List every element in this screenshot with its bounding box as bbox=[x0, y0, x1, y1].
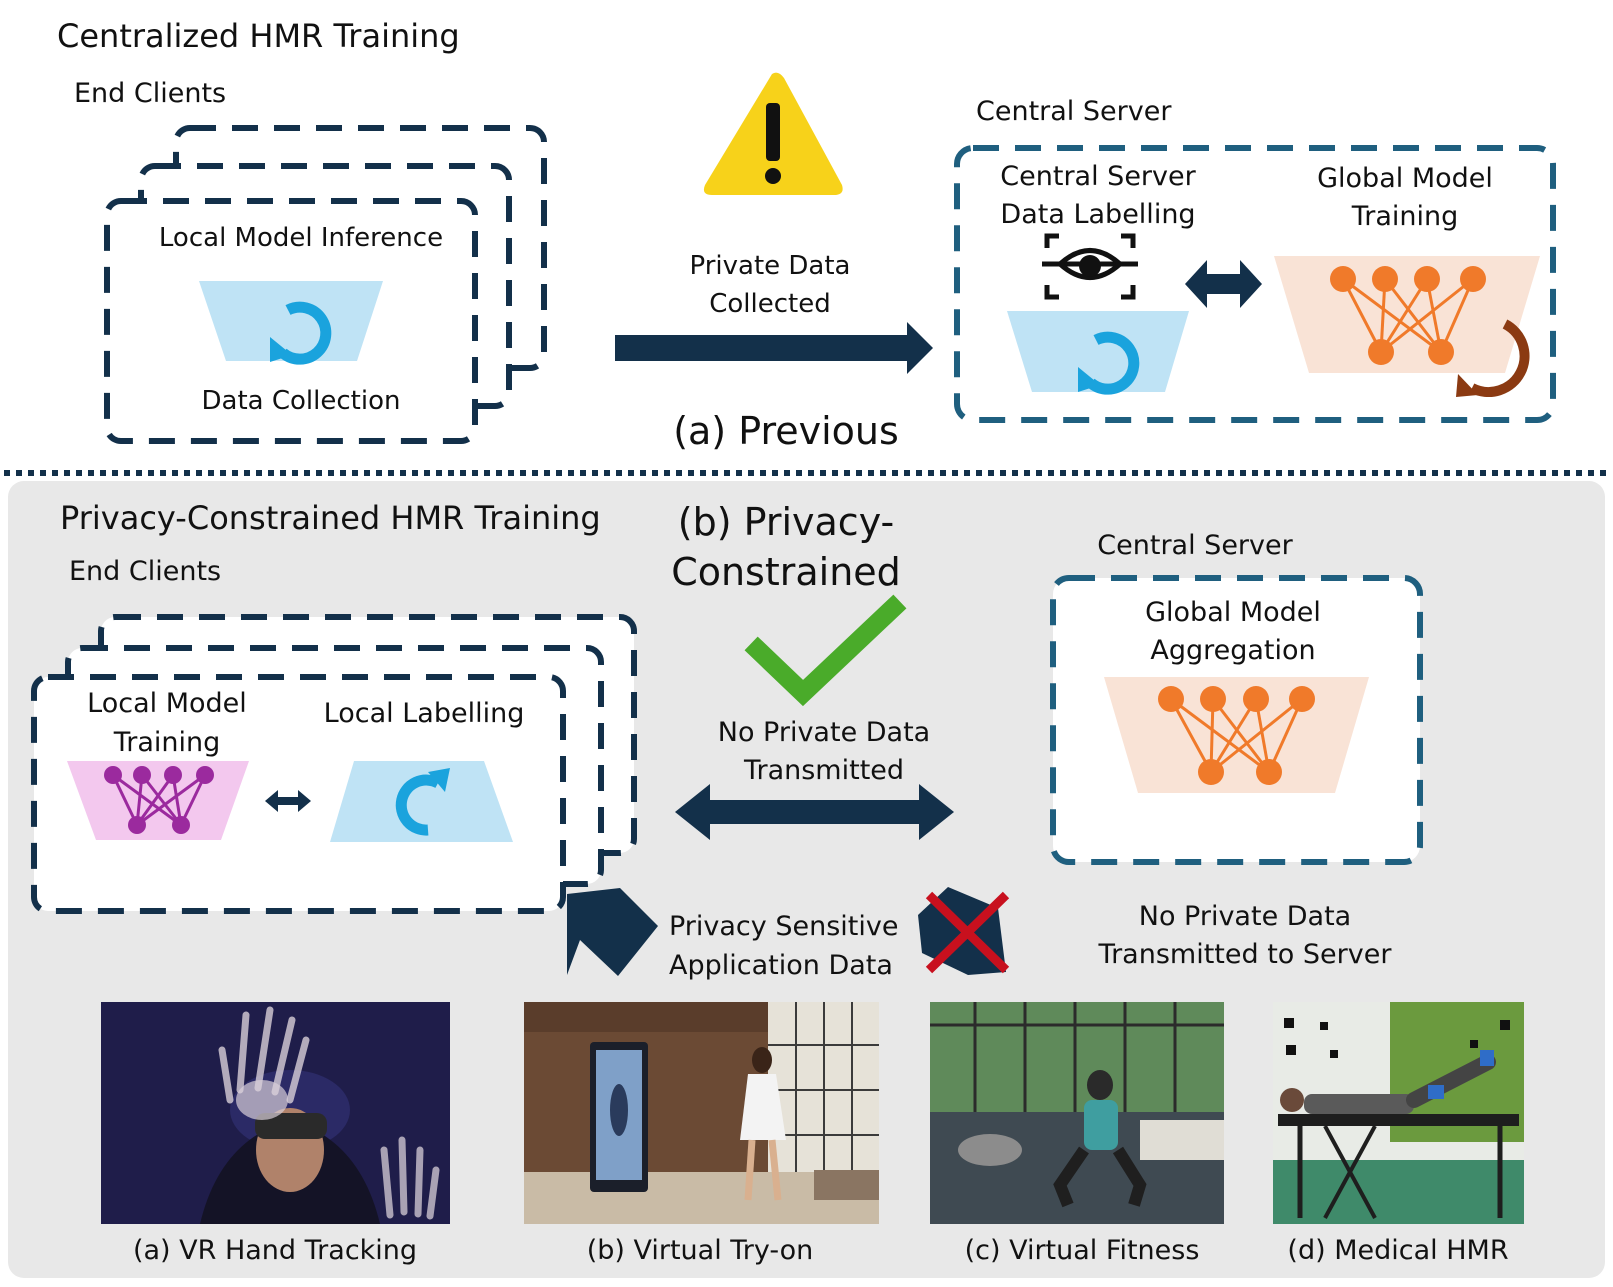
data-collection-label: Data Collection bbox=[202, 386, 401, 416]
global-aggregation-line1: Global Model bbox=[1145, 597, 1321, 628]
photo-virtual-fitness bbox=[930, 1002, 1224, 1224]
server-labelling-model-icon bbox=[1007, 311, 1189, 395]
top-end-clients-label: End Clients bbox=[74, 78, 226, 109]
local-training-model-icon bbox=[67, 761, 249, 840]
private-data-collected-line1: Private Data bbox=[690, 251, 851, 281]
blocked-transfer-icon bbox=[918, 887, 1010, 975]
sensitive-data-line2: Application Data bbox=[669, 950, 893, 981]
global-training-line1: Global Model bbox=[1317, 163, 1493, 194]
bottom-end-clients-label: End Clients bbox=[69, 556, 221, 587]
no-transmit-line2: Transmitted to Server bbox=[1098, 939, 1393, 970]
local-double-arrow bbox=[265, 790, 311, 812]
no-private-data-line2: Transmitted bbox=[743, 755, 904, 786]
caption-previous: (a) Previous bbox=[673, 409, 899, 453]
caption-vr-hand-tracking: (a) VR Hand Tracking bbox=[133, 1235, 417, 1266]
no-transmit-line1: No Private Data bbox=[1139, 901, 1351, 932]
global-training-model-icon bbox=[1274, 256, 1540, 397]
eye-scan-icon bbox=[1042, 233, 1138, 300]
caption-virtual-fitness: (c) Virtual Fitness bbox=[965, 1235, 1200, 1266]
caption-privacy-line2: Constrained bbox=[671, 550, 901, 594]
bidirectional-arrow bbox=[675, 784, 954, 840]
warning-icon bbox=[703, 72, 843, 195]
photo-vr-hand-tracking bbox=[101, 1002, 450, 1224]
local-inference-model-icon bbox=[199, 281, 383, 365]
upload-arrow bbox=[567, 888, 658, 976]
check-icon bbox=[744, 594, 907, 707]
server-double-arrow bbox=[1185, 260, 1262, 308]
bottom-title: Privacy-Constrained HMR Training bbox=[60, 499, 601, 537]
local-training-line2: Training bbox=[113, 727, 221, 758]
caption-medical-hmr: (d) Medical HMR bbox=[1287, 1235, 1508, 1266]
bottom-central-server-label: Central Server bbox=[1097, 530, 1293, 561]
global-aggregation-model-icon bbox=[1104, 677, 1369, 793]
top-title: Centralized HMR Training bbox=[57, 17, 460, 55]
server-labelling-line1: Central Server bbox=[1000, 161, 1196, 192]
server-labelling-line2: Data Labelling bbox=[1000, 199, 1195, 230]
local-labelling-model-icon bbox=[330, 761, 513, 842]
collect-arrow bbox=[615, 322, 933, 374]
local-inference-label: Local Model Inference bbox=[159, 223, 443, 253]
caption-virtual-try-on: (b) Virtual Try-on bbox=[587, 1235, 814, 1266]
private-data-collected-line2: Collected bbox=[709, 289, 831, 319]
caption-privacy-line1: (b) Privacy- bbox=[678, 500, 894, 544]
global-training-line2: Training bbox=[1351, 201, 1459, 232]
sensitive-data-line1: Privacy Sensitive bbox=[669, 911, 898, 942]
photo-medical-hmr bbox=[1273, 1002, 1524, 1224]
global-aggregation-line2: Aggregation bbox=[1150, 635, 1315, 666]
top-central-server-label: Central Server bbox=[976, 96, 1172, 127]
local-training-line1: Local Model bbox=[87, 688, 247, 719]
no-private-data-line1: No Private Data bbox=[718, 717, 930, 748]
photo-virtual-try-on bbox=[524, 1002, 879, 1224]
local-labelling-label: Local Labelling bbox=[324, 698, 525, 729]
